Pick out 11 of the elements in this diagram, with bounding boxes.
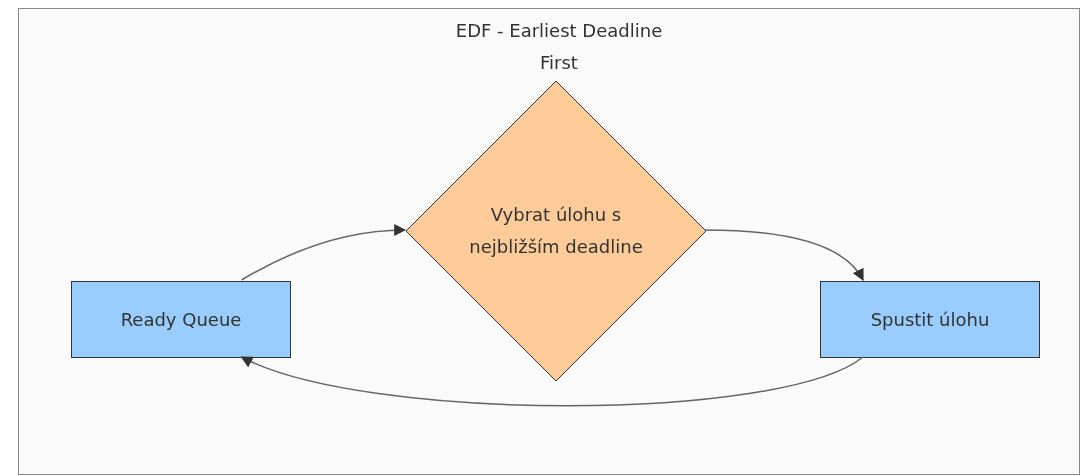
process-label: Ready Queue [120, 308, 242, 332]
arrow [240, 355, 864, 407]
arrow [240, 224, 407, 281]
decision-label: Vybrat úlohu s nejbližším deadline [468, 203, 644, 259]
group-title: EDF - Earliest Deadline First [454, 19, 664, 75]
process-box [820, 281, 1040, 358]
process-label: Spustit úlohu [870, 308, 990, 332]
process-box [71, 281, 291, 358]
arrow [704, 229, 864, 281]
decision-diamond [406, 81, 706, 381]
group-frame [18, 8, 1080, 475]
